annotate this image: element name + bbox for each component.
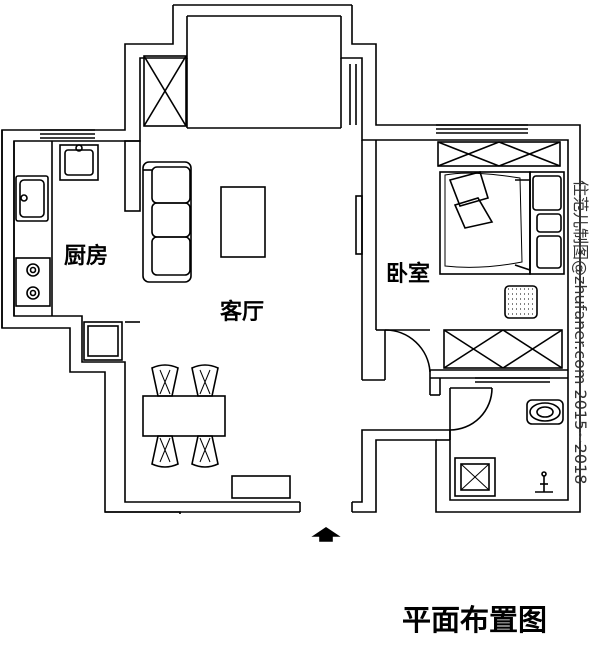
chair-icon (151, 364, 179, 397)
doors (384, 329, 493, 431)
toilet-icon (526, 399, 564, 425)
wardrobe-bottom (443, 329, 563, 369)
bed (439, 171, 565, 275)
shower-icon (454, 457, 496, 497)
windows (40, 64, 550, 383)
entrance-arrow-icon (311, 527, 341, 542)
balcony-cabinet (143, 55, 187, 127)
sofa (142, 161, 192, 283)
living-room-label: 客厅 (220, 300, 265, 325)
coffee-table (220, 186, 266, 258)
kitchen-counter (13, 140, 141, 316)
fridge (83, 321, 140, 361)
chair-icon (191, 435, 219, 468)
sink-icon (15, 175, 49, 222)
chair-icon (191, 364, 219, 397)
faucet-icon (535, 471, 553, 493)
kitchen-label: 厨房 (64, 244, 109, 269)
stove-icon (15, 257, 51, 307)
tv-cabinet (231, 475, 291, 499)
bedroom-label: 卧室 (386, 262, 431, 287)
interior-walls (361, 140, 568, 441)
nightstand (532, 175, 562, 269)
ottoman (504, 285, 538, 319)
dining-set (142, 364, 226, 468)
page-title: 平面布置图 (402, 603, 548, 637)
wardrobe-top (437, 141, 561, 167)
watermark: 住范儿制图@zhufaner.com 2015~2018 (571, 180, 590, 485)
chair-icon (151, 435, 179, 468)
